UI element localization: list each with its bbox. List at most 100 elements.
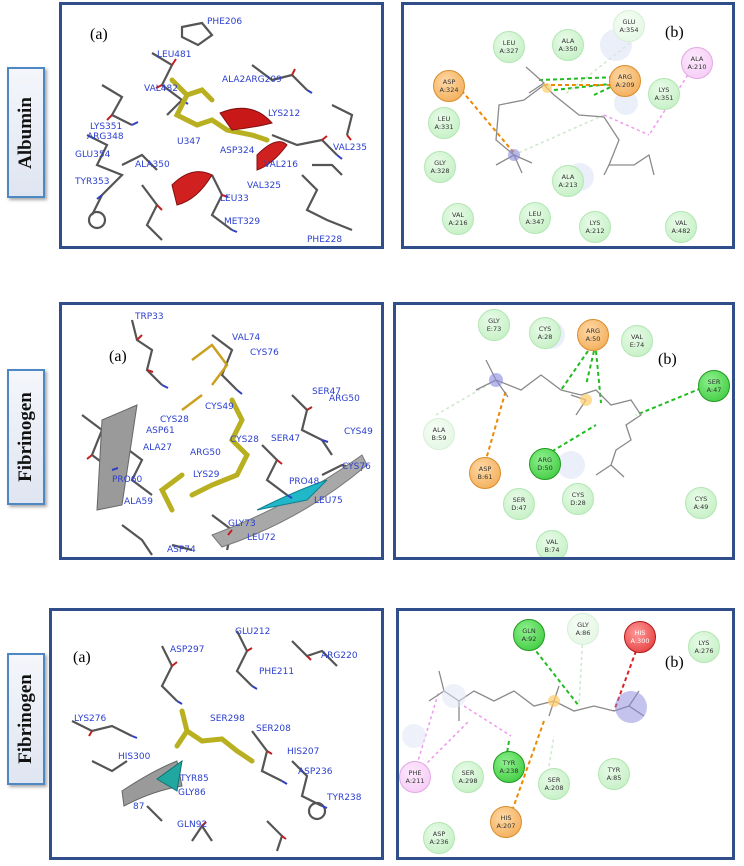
residue-label: GLU212 <box>235 627 271 637</box>
row-label-fibrinogen-1: Fibrinogen <box>7 369 45 505</box>
residue-label: HIS207 <box>287 747 320 757</box>
residue-label: VAL216 <box>264 160 298 170</box>
residue-label: PRO48 <box>289 477 320 487</box>
residue-label: LEU75 <box>314 496 343 506</box>
residue-label: LYS351 <box>90 122 123 132</box>
row-label-albumin: Albumin <box>7 67 45 198</box>
residue-label: ASP61 <box>146 426 175 436</box>
residue-label: ASP74 <box>167 545 196 555</box>
residue-label: 87 <box>133 802 145 812</box>
panel-tag-a: (a) <box>90 26 108 43</box>
residue-label: CYS28 <box>230 435 259 445</box>
residue-label: LYS29 <box>193 470 220 480</box>
panel-tag-a: (a) <box>73 649 91 666</box>
residue-label: ARG220 <box>321 651 358 661</box>
residue-label: ASP297 <box>170 645 205 655</box>
residue-label: CYS49 <box>344 427 373 437</box>
residue-label: ARG50 <box>329 394 360 404</box>
residue-label: PRO60 <box>112 475 143 485</box>
residue-label: LYS276 <box>74 714 107 724</box>
residue-label: TRP33 <box>135 312 164 322</box>
residue-label: LYS212 <box>268 109 301 119</box>
residue-label: ALA350 <box>135 160 170 170</box>
residue-label: TYR238 <box>327 793 362 803</box>
residue-label: TYR85 <box>180 774 209 784</box>
residue-label: PHE211 <box>259 667 295 677</box>
residue-label: VAL482 <box>144 84 178 94</box>
residue-label: MET329 <box>224 217 261 227</box>
interaction-diagram-1 <box>456 29 692 191</box>
residue-label: SER298 <box>210 714 245 724</box>
row-label-fibrinogen-2: Fibrinogen <box>7 653 45 785</box>
panel-tag-b: (b) <box>658 351 677 368</box>
panel-1a-3d-structure: (a) PHE206 LEU481 VAL482 ALA2ARG209 LYS2… <box>59 2 384 249</box>
residue-label: U347 <box>177 137 201 147</box>
residue-label: SER47 <box>271 434 301 444</box>
panel-tag-b: (b) <box>665 654 684 671</box>
structure-sticks-1 <box>86 21 354 241</box>
residue-label: SER208 <box>256 724 291 734</box>
residue-label: ALA59 <box>124 497 153 507</box>
residue-label: GLY73 <box>228 519 256 529</box>
residue-label: VAL74 <box>232 333 261 343</box>
structure-sticks-2 <box>81 319 368 556</box>
residue-label: SER47 <box>312 387 342 397</box>
residue-label: LEU72 <box>247 533 276 543</box>
residue-label: CYS76 <box>342 462 371 472</box>
residue-label: GLU354 <box>75 150 111 160</box>
residue-label: ARG348 <box>87 132 124 142</box>
panel-3a-3d-structure: (a) GLU212 ASP297 ARG220 PHE211 LYS276 S… <box>49 608 384 860</box>
residue-label: VAL235 <box>333 143 367 153</box>
residue-label: GLN92 <box>177 820 208 830</box>
residue-label: ALA27 <box>143 443 172 453</box>
residue-label: PHE206 <box>207 17 243 27</box>
residue-label: LEU481 <box>157 50 192 60</box>
interaction-diagram-3 <box>402 632 647 812</box>
residue-label: ASP236 <box>298 767 333 777</box>
panel-tag-a: (a) <box>109 348 127 365</box>
residue-label: LEU33 <box>220 194 249 204</box>
panel-2a-3d-structure: (a) TRP33 VAL74 CYS76 SER47 ARG50 CYS28 … <box>59 302 384 560</box>
panel-tag-b: (b) <box>665 24 684 41</box>
residue-label: CYS49 <box>205 402 234 412</box>
residue-label: HIS300 <box>118 752 151 762</box>
residue-label: ALA2ARG209 <box>222 75 282 85</box>
residue-label: CYS28 <box>160 415 189 425</box>
residue-label: ASP324 <box>220 146 255 156</box>
